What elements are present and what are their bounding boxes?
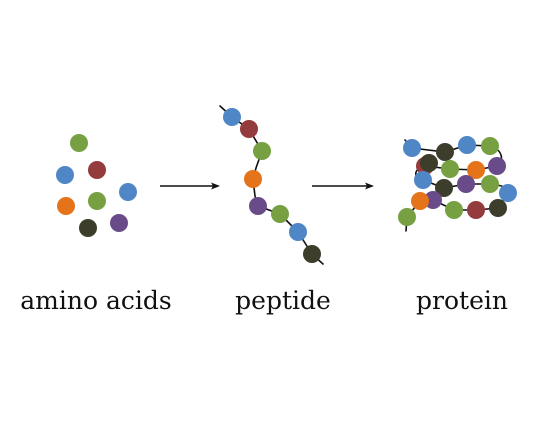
- protein-bead-green: [481, 137, 499, 155]
- protein-bead-dark: [489, 199, 507, 217]
- label-protein: protein: [416, 286, 508, 315]
- amino-acid-green: [70, 134, 88, 152]
- protein-bead-dark: [436, 143, 454, 161]
- protein-bead-blue: [414, 171, 432, 189]
- peptide-bead-purple: [249, 197, 267, 215]
- protein-bead-blue: [458, 136, 476, 154]
- arrow-2: [312, 182, 374, 190]
- peptide-bead-orange: [244, 170, 262, 188]
- free-amino-acids: [56, 134, 137, 237]
- peptide-bead-red: [240, 120, 258, 138]
- protein-bead-blue: [499, 184, 517, 202]
- protein-bead-dark: [420, 154, 438, 172]
- amino-acid-green: [88, 192, 106, 210]
- peptide-backbone: [219, 105, 324, 265]
- peptide-bead-dark: [303, 245, 321, 263]
- amino-acid-blue: [56, 166, 74, 184]
- protein-bead-purple: [457, 175, 475, 193]
- label-amino-acids: amino acids: [20, 286, 172, 315]
- peptide-bead-green: [253, 142, 271, 160]
- protein-bead-green: [445, 201, 463, 219]
- amino-acid-blue: [119, 183, 137, 201]
- peptide-chain: [223, 108, 321, 263]
- amino-acid-purple: [110, 214, 128, 232]
- peptide-bead-blue: [223, 108, 241, 126]
- peptide-bead-blue: [289, 223, 307, 241]
- amino-acid-dark: [79, 219, 97, 237]
- protein-bead-blue: [403, 139, 421, 157]
- protein-bead-green: [481, 175, 499, 193]
- label-peptide: peptide: [235, 286, 331, 315]
- protein-bead-orange: [467, 161, 485, 179]
- protein-bead-green: [398, 208, 416, 226]
- arrow-1: [160, 182, 220, 190]
- amino-acid-red: [88, 161, 106, 179]
- protein-bead-orange: [411, 192, 429, 210]
- protein-bead-purple: [424, 191, 442, 209]
- protein-bead-red: [467, 201, 485, 219]
- protein-bead-dark: [435, 179, 453, 197]
- protein-chain: [398, 136, 517, 226]
- peptide-bead-green: [271, 205, 289, 223]
- protein-bead-green: [441, 160, 459, 178]
- amino-acid-orange: [57, 197, 75, 215]
- protein-bead-purple: [488, 157, 506, 175]
